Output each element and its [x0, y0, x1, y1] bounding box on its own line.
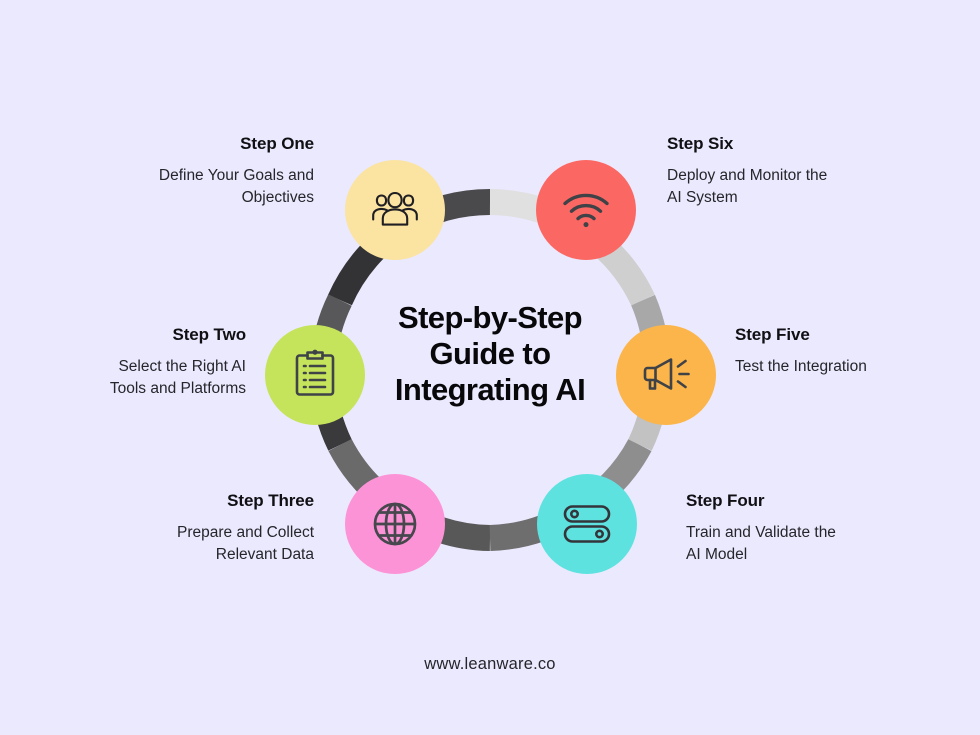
- step-six-label: Step Six Deploy and Monitor the AI Syste…: [667, 134, 887, 209]
- step-four-circle[interactable]: [537, 474, 637, 574]
- step-five-title: Step Five: [735, 325, 810, 344]
- step-five-description: Test the Integration: [735, 358, 867, 375]
- people-group-icon: [368, 187, 422, 233]
- clipboard-checklist-icon: [293, 349, 337, 401]
- step-six-description: Deploy and Monitor the AI System: [667, 167, 828, 206]
- step-two-description: Select the Right AI Tools and Platforms: [109, 358, 246, 397]
- step-three-label: Step Three Prepare and Collect Relevant …: [128, 491, 314, 566]
- step-one-title: Step One: [240, 134, 314, 153]
- step-three-circle[interactable]: [345, 474, 445, 574]
- step-one-circle[interactable]: [345, 160, 445, 260]
- server-stack-icon: [561, 503, 613, 545]
- step-one-description: Define Your Goals and Objectives: [158, 167, 314, 206]
- step-three-description: Prepare and Collect Relevant Data: [177, 524, 314, 563]
- step-six-title: Step Six: [667, 134, 734, 153]
- step-two-circle[interactable]: [265, 325, 365, 425]
- step-five-circle[interactable]: [616, 325, 716, 425]
- center-title-line-2: Guide to: [429, 335, 552, 371]
- step-three-title: Step Three: [227, 491, 314, 510]
- step-four-label: Step Four Train and Validate the AI Mode…: [686, 491, 886, 566]
- globe-icon: [371, 500, 419, 548]
- step-four-description: Train and Validate the AI Model: [686, 524, 836, 563]
- step-two-title: Step Two: [172, 325, 247, 344]
- step-two-label: Step Two Select the Right AI Tools and P…: [78, 325, 246, 400]
- step-one-label: Step One Define Your Goals and Objective…: [98, 134, 314, 209]
- step-five-label: Step Five Test the Integration: [735, 325, 935, 378]
- footer-url: www.leanware.co: [424, 655, 556, 673]
- megaphone-icon: [639, 353, 693, 397]
- center-title-line-1: Step-by-Step: [398, 300, 583, 335]
- step-four-title: Step Four: [686, 491, 765, 510]
- center-title-line-3: Integrating AI: [394, 371, 586, 407]
- step-six-circle[interactable]: [536, 160, 636, 260]
- center-title: Step-by-Step Guide to Integrating AI: [340, 300, 640, 408]
- wifi-signal-icon: [561, 191, 611, 229]
